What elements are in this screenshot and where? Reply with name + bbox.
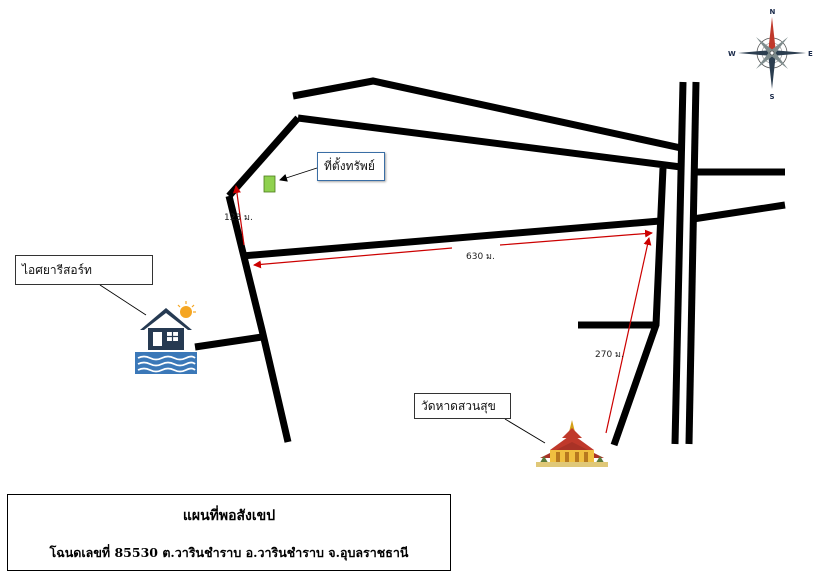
road-right-branch	[692, 201, 786, 223]
house-by-water-icon	[135, 301, 197, 374]
road-top	[292, 77, 682, 152]
road-west-vertical	[226, 115, 301, 199]
arrow-123m	[232, 185, 245, 246]
arrow-630m-left	[253, 247, 453, 269]
temple-label: วัดหาดสวนสุข	[414, 393, 511, 419]
distance-arrows	[232, 185, 653, 434]
map-title-box: แผนที่พอสังเขป โฉนดเลขที่ 85530 ต.วารินช…	[7, 494, 451, 571]
road-network	[194, 77, 786, 447]
distance-label-630m: 630 ม.	[466, 252, 495, 262]
thai-temple-icon	[536, 420, 608, 467]
road-upper-diagonal	[297, 114, 682, 171]
compass-rose-icon: N S E W	[728, 8, 813, 101]
pointer-temple	[504, 418, 546, 444]
resort-label: ไอศยารีสอร์ท	[15, 255, 153, 285]
road-west-long	[225, 195, 292, 443]
compass-south: S	[770, 93, 775, 101]
distance-label-123m: 123 ม.	[224, 213, 253, 223]
map-title: แผนที่พอสังเขป	[182, 508, 276, 524]
arrow-630m-right	[499, 229, 653, 246]
arrow-270m	[605, 237, 652, 434]
compass-west: W	[728, 50, 736, 58]
highway-lane-right	[685, 81, 700, 445]
map-subtitle: โฉนดเลขที่ 85530 ต.วารินชำราบ อ.วารินชำร…	[49, 545, 409, 560]
pointer-property	[279, 167, 318, 182]
road-main-horizontal	[241, 217, 661, 260]
road-to-resort	[194, 333, 263, 351]
property-label: ที่ตั้งทรัพย์	[317, 152, 385, 181]
highway-lane-left	[671, 81, 687, 445]
compass-north: N	[770, 8, 776, 16]
pointer-resort	[99, 284, 147, 316]
compass-east: E	[808, 50, 813, 58]
callout-pointers	[99, 167, 546, 444]
property-marker	[263, 175, 276, 193]
road-east-connector	[610, 167, 667, 447]
distance-label-270m: 270 ม.	[595, 350, 624, 360]
